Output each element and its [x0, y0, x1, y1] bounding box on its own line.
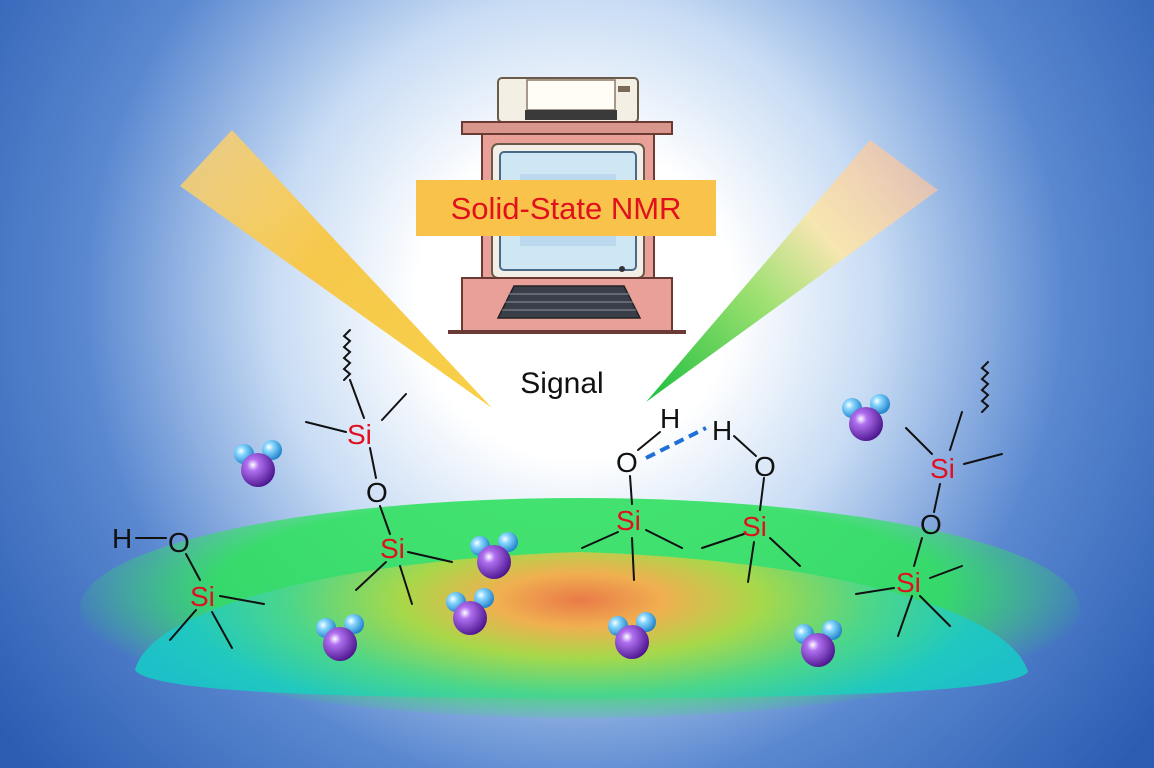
oxygen-atom: O — [366, 477, 388, 508]
silicon-atom: Si — [742, 511, 767, 542]
instrument-label: Solid-State NMR — [416, 180, 716, 236]
silicon-atom: Si — [616, 505, 641, 536]
oxygen-atom: O — [920, 509, 942, 540]
silicon-atom: Si — [190, 581, 215, 612]
keyboard-icon — [496, 285, 642, 319]
silicon-atom: Si — [347, 419, 372, 450]
instrument-label-box — [416, 180, 716, 236]
instrument-label-text: Solid-State NMR — [451, 191, 682, 226]
chemical-bonds — [135, 329, 1003, 649]
oxygen-atom: O — [754, 451, 776, 482]
oxygen-atom: O — [616, 447, 638, 478]
signal-label: Signal — [520, 367, 603, 400]
silicon-atom: Si — [896, 567, 921, 598]
hydrogen-atom: H — [112, 523, 132, 554]
silicon-atom: Si — [380, 533, 405, 564]
hydrogen-atom: H — [660, 403, 680, 434]
hydrogen-bond — [645, 426, 707, 460]
silicon-atom: Si — [930, 453, 955, 484]
left-beam — [180, 130, 492, 408]
oxygen-atom: O — [168, 527, 190, 558]
hydrogen-atom: H — [712, 415, 732, 446]
right-beam — [646, 140, 938, 402]
atom-labels: H O Si Si O Si H O Si H O Si Si O Si — [112, 403, 955, 612]
printer-icon — [497, 77, 639, 123]
